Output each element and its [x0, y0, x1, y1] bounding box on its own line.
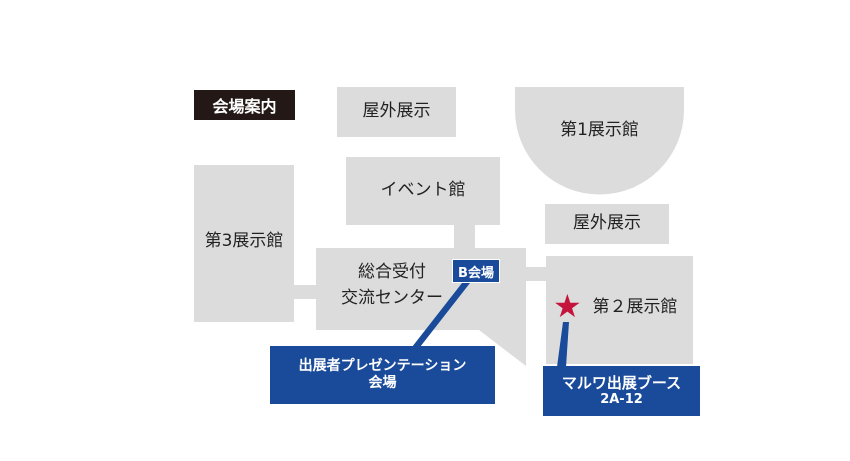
event-hall-label: イベント館	[380, 180, 466, 200]
presentation-callout-line1: 出展者プレゼンテーション	[298, 358, 467, 375]
connector-east	[526, 267, 546, 281]
reception-label-line2: 交流センター	[341, 288, 443, 308]
hall1-label: 第1展示館	[560, 120, 639, 140]
hall2-area	[546, 256, 693, 364]
hall3-label: 第3展示館	[204, 231, 284, 251]
booth-callout: マルワ出展ブース 2A-12	[543, 366, 700, 416]
booth-pointer	[557, 322, 569, 367]
outdoor-exhibit-right-label: 屋外展示	[573, 213, 641, 233]
hall1-area	[515, 87, 684, 195]
star-icon: ★	[553, 287, 582, 325]
connector-west	[294, 285, 316, 299]
presentation-pointer	[412, 283, 470, 347]
funnel-area	[466, 320, 526, 366]
event-hall-area	[346, 157, 500, 225]
venue-b-badge: B会場	[452, 259, 500, 283]
outdoor-exhibit-right-area	[545, 204, 669, 244]
booth-name: マルワ出展ブース	[561, 374, 682, 393]
map-title: 会場案内	[194, 90, 295, 120]
presentation-venue-callout: 出展者プレゼンテーション 会場	[270, 346, 495, 404]
reception-label-line1: 総合受付	[358, 262, 426, 282]
hall2-label: 第２展示館	[592, 297, 678, 317]
connector-north	[454, 225, 475, 249]
outdoor-exhibit-top-label: 屋外展示	[362, 101, 431, 121]
booth-number: 2A-12	[600, 392, 643, 408]
hall3-area	[194, 165, 294, 322]
presentation-callout-line2: 会場	[368, 375, 397, 391]
outdoor-exhibit-top-area	[337, 87, 456, 137]
